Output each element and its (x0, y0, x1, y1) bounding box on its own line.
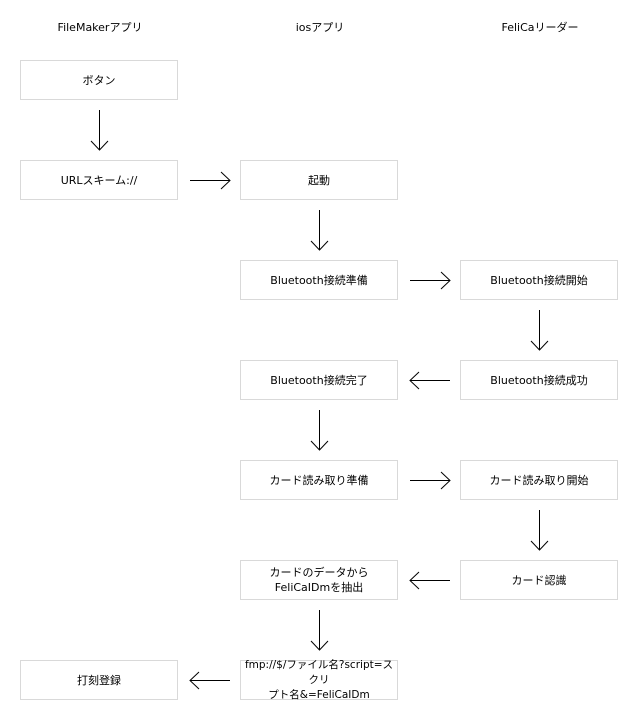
box-bt-complete: Bluetooth接続完了 (240, 360, 398, 400)
box-button-label: ボタン (82, 73, 116, 87)
box-bt-success: Bluetooth接続成功 (460, 360, 618, 400)
column-title-ios: iosアプリ (295, 21, 345, 34)
arrow-right-url-to-launch (190, 171, 231, 190)
box-clock-in: 打刻登録 (20, 660, 178, 700)
arrow-down-bt-start-to-bt-success (530, 310, 549, 351)
box-fmp-url: fmp://$/ファイル名?script=スクリ プト名&=FeliCaIDm (240, 658, 398, 701)
arrow-right-bt-prepare-to-bt-start (410, 271, 451, 290)
arrow-down-extract-to-fmp-url (310, 610, 329, 651)
box-fmp-url-line1: fmp://$/ファイル名?script=スクリ (244, 658, 394, 686)
box-bt-complete-label: Bluetooth接続完了 (270, 373, 368, 387)
box-card-read-prepare-label: カード読み取り準備 (269, 473, 369, 487)
box-extract-idm-line1: カードのデータから (269, 566, 369, 579)
box-url-scheme: URLスキーム:// (20, 160, 178, 200)
arrow-down-card-start-to-card-recognize (530, 510, 549, 551)
box-bt-success-label: Bluetooth接続成功 (490, 373, 588, 387)
box-clock-in-label: 打刻登録 (77, 673, 121, 687)
box-card-recognize-label: カード認識 (511, 573, 567, 587)
box-card-read-prepare: カード読み取り準備 (240, 460, 398, 500)
box-bt-start-label: Bluetooth接続開始 (490, 273, 588, 287)
box-card-read-start-label: カード読み取り開始 (489, 473, 589, 487)
box-fmp-url-line2: プト名&=FeliCaIDm (268, 688, 370, 701)
arrow-left-fmp-url-to-clock-in (189, 671, 230, 690)
arrow-left-bt-success-to-bt-complete (409, 371, 450, 390)
arrow-right-card-prepare-to-card-start (410, 471, 451, 490)
column-title-felica: FeliCaリーダー (501, 21, 579, 34)
arrow-down-launch-to-bt-prepare (310, 210, 329, 251)
box-extract-idm: カードのデータから FeliCaIDmを抽出 (240, 560, 398, 600)
arrow-down-button-to-url (90, 110, 109, 151)
box-bt-start: Bluetooth接続開始 (460, 260, 618, 300)
box-launch: 起動 (240, 160, 398, 200)
box-card-recognize: カード認識 (460, 560, 618, 600)
column-title-filemaker: FileMakerアプリ (57, 21, 143, 34)
box-card-read-start: カード読み取り開始 (460, 460, 618, 500)
box-bt-prepare: Bluetooth接続準備 (240, 260, 398, 300)
box-bt-prepare-label: Bluetooth接続準備 (270, 273, 368, 287)
box-url-scheme-label: URLスキーム:// (60, 173, 138, 187)
arrow-down-bt-complete-to-card-prepare (310, 410, 329, 451)
box-launch-label: 起動 (308, 173, 330, 187)
box-extract-idm-line2: FeliCaIDmを抽出 (274, 581, 364, 594)
box-button: ボタン (20, 60, 178, 100)
arrow-left-card-recognize-to-extract (409, 571, 450, 590)
